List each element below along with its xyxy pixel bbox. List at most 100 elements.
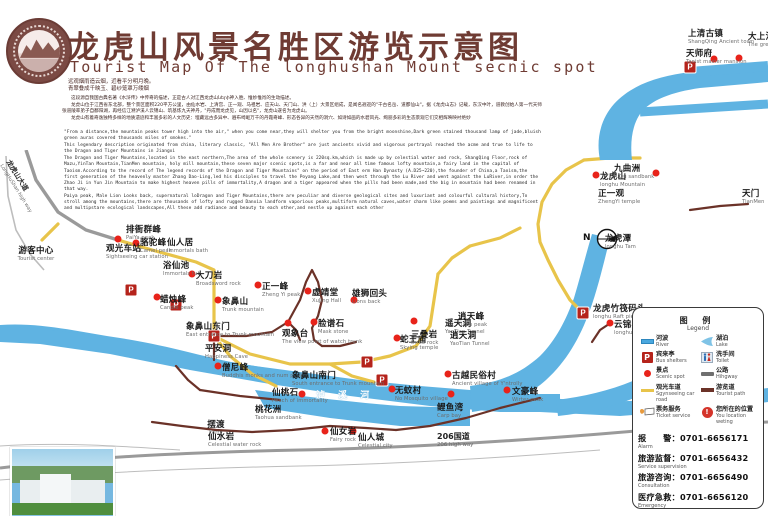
bus-shelter-parking-icon[interactable]: P xyxy=(375,373,389,387)
map-label-en: The great Shangqing xyxy=(748,41,768,48)
legend-icon-slot xyxy=(699,335,715,348)
map-label-cn: 象鼻山南门 xyxy=(292,371,337,381)
scenic-spot-dot[interactable] xyxy=(153,293,161,301)
map-label-cn: 文豪峰 xyxy=(512,387,539,397)
map-label-en: Zheng Yi peak xyxy=(262,291,301,298)
map-label-en: Wirter peak xyxy=(512,396,544,403)
scenic-spot-dot[interactable] xyxy=(132,239,140,247)
bus-shelter-parking-icon[interactable]: P xyxy=(576,306,590,320)
scenic-spot-dot[interactable] xyxy=(188,270,196,278)
scenic-spot-dot[interactable] xyxy=(388,385,396,393)
bus-shelter-parking-icon[interactable]: P xyxy=(683,60,697,74)
seal-ring xyxy=(13,25,65,77)
scenic-spot-dot[interactable] xyxy=(735,54,743,62)
map-label-en: Peach of immortality xyxy=(272,397,328,404)
map-label-cn: 正一峰 xyxy=(262,282,289,292)
scenic-spot-dot[interactable] xyxy=(410,317,418,325)
map-label[interactable]: 大上清The great Shangqing xyxy=(748,33,768,48)
scenic-spot-dot[interactable] xyxy=(349,427,357,435)
longhushan-highway-layer xyxy=(5,150,119,271)
map-label-en: longhu Mountain xyxy=(600,181,646,188)
scenic-spot-dot[interactable] xyxy=(447,390,455,398)
tourist-path-swatch-icon xyxy=(700,388,714,392)
scenic-spot-dot[interactable] xyxy=(350,296,358,304)
scenic-spot-dot[interactable] xyxy=(310,318,318,326)
scenic-spot-dot[interactable] xyxy=(606,319,614,327)
bus-shelter-parking-icon[interactable]: P xyxy=(169,298,183,312)
scenic-spot-dot[interactable] xyxy=(652,169,660,177)
scenic-spot-dot[interactable] xyxy=(298,390,306,398)
bus-shelter-parking-icon[interactable]: P xyxy=(124,283,138,297)
scenic-spot-dot[interactable] xyxy=(214,362,222,370)
scenic-spot-dot[interactable] xyxy=(321,427,329,435)
intro-en-p1: "From a distance,the mountain peaks towe… xyxy=(64,130,541,142)
compass-north-label: N xyxy=(583,233,591,243)
scenic-spot-dot[interactable] xyxy=(254,281,262,289)
scenic-spot-dot[interactable] xyxy=(304,287,312,295)
contact-cn: 旅游监督：0701-6656432 xyxy=(638,452,749,463)
bus-shelter-parking-icon[interactable]: P xyxy=(360,355,374,369)
legend-item-cn: 公路 xyxy=(716,367,729,375)
scenic-spot-dot[interactable] xyxy=(710,55,718,63)
scenic-spot-dot[interactable] xyxy=(592,171,600,179)
scenic-spot-dot[interactable] xyxy=(393,334,401,342)
map-label-en: Tourist center xyxy=(17,255,55,262)
map-label-en: ZhengYi temple xyxy=(598,198,641,205)
scenic-spot-dot[interactable] xyxy=(214,296,222,304)
photo-building-tower xyxy=(40,474,71,507)
scenic-spot-dot[interactable] xyxy=(503,386,511,394)
map-label-en: East entrance to Trunk mountain xyxy=(186,331,275,338)
scenic-spot-dot[interactable] xyxy=(284,319,292,327)
bus-shelter-parking-icon[interactable]: P xyxy=(207,329,221,343)
car-road-swatch-icon xyxy=(640,388,654,392)
scenic-spot-dot[interactable] xyxy=(444,370,452,378)
legend-icon-slot xyxy=(639,367,655,380)
scenic-spot-dot[interactable] xyxy=(114,235,122,243)
